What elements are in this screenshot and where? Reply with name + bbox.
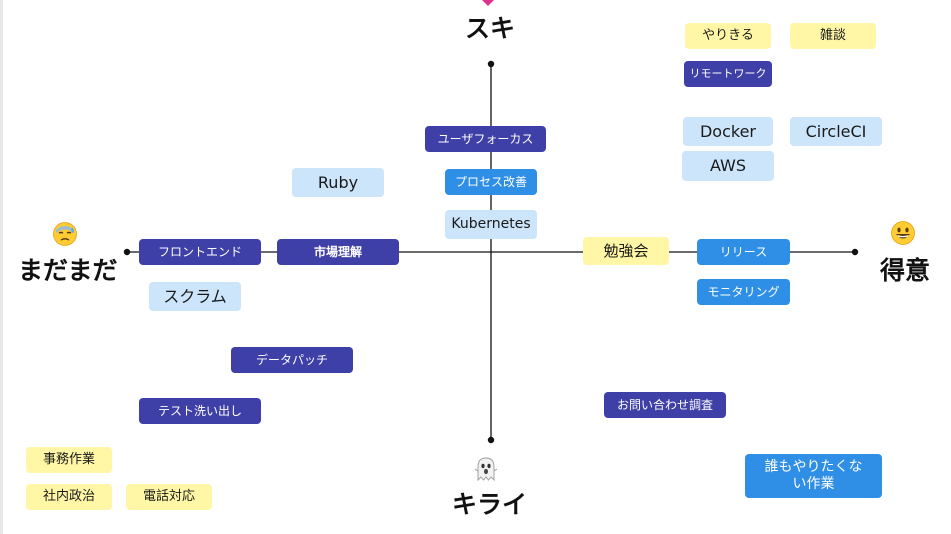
sticky-ruby[interactable]: Ruby xyxy=(292,168,384,197)
sticky-circleci[interactable]: CircleCI xyxy=(790,117,882,146)
smile-face-icon xyxy=(891,221,915,245)
sticky-process-kaizen[interactable]: プロセス改善 xyxy=(445,169,537,195)
axis-label-left: まだまだ xyxy=(18,256,118,285)
sticky-docker[interactable]: Docker xyxy=(683,117,773,146)
sticky-zatsudan[interactable]: 雑談 xyxy=(790,23,876,49)
sticky-nobody-wants-task[interactable]: 誰もやりたくない作業 xyxy=(745,454,882,498)
axis-end-dot-right xyxy=(851,248,859,256)
sticky-remote-work[interactable]: リモートワーク xyxy=(684,61,772,87)
sticky-office-politics[interactable]: 社内政治 xyxy=(26,484,112,510)
sticky-inquiry-investigation[interactable]: お問い合わせ調査 xyxy=(604,392,726,418)
axis-label-right: 得意 xyxy=(880,256,931,285)
sticky-benkyoukai[interactable]: 勉強会 xyxy=(583,237,669,265)
top-marker-icon xyxy=(482,0,494,6)
axis-end-dot-top xyxy=(487,60,495,68)
axis-end-dot-left xyxy=(123,248,131,256)
sticky-test-listing[interactable]: テスト洗い出し xyxy=(139,398,261,424)
ghost-icon xyxy=(474,457,498,482)
sweat-face-icon xyxy=(53,222,77,246)
sticky-office-work[interactable]: 事務作業 xyxy=(26,447,112,473)
axis-label-bottom: キライ xyxy=(452,490,528,519)
sticky-data-patch[interactable]: データパッチ xyxy=(231,347,353,373)
canvas-edge xyxy=(0,0,3,534)
sticky-monitoring[interactable]: モニタリング xyxy=(697,279,790,305)
sticky-scrum[interactable]: スクラム xyxy=(149,282,241,311)
sticky-yarikiru[interactable]: やりきる xyxy=(685,23,771,49)
sticky-kubernetes[interactable]: Kubernetes xyxy=(445,210,537,239)
axis-label-top: スキ xyxy=(465,14,516,43)
sticky-phone-support[interactable]: 電話対応 xyxy=(126,484,212,510)
sticky-frontend[interactable]: フロントエンド xyxy=(139,239,261,265)
sticky-user-focus[interactable]: ユーザフォーカス xyxy=(425,126,546,152)
sticky-aws[interactable]: AWS xyxy=(682,151,774,181)
sticky-release[interactable]: リリース xyxy=(697,239,790,265)
axis-end-dot-bottom xyxy=(487,436,495,444)
sticky-market-understanding[interactable]: 市場理解 xyxy=(277,239,399,265)
